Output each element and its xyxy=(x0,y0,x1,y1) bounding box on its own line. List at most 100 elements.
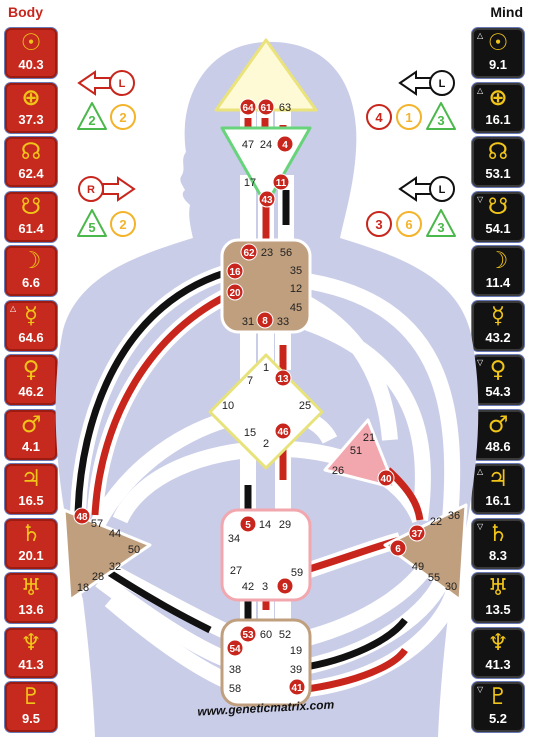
gate-47: 47 xyxy=(242,139,254,151)
variable-letter: L xyxy=(439,78,446,90)
planet-gate-value: 16.1 xyxy=(485,493,511,508)
planet-symbol: ♅ xyxy=(20,575,42,601)
planet-arrow: △ xyxy=(477,467,484,476)
body-planet-box: ☊62.4 xyxy=(5,137,57,187)
body-planet-box: ♃16.5 xyxy=(5,464,57,514)
gate-26: 26 xyxy=(332,465,344,477)
gate-27: 27 xyxy=(230,565,242,577)
gate-45: 45 xyxy=(290,302,302,314)
mind-planet-box: ☊53.1 xyxy=(472,137,524,187)
planet-gate-value: 16.5 xyxy=(18,493,44,508)
variable-letter: L xyxy=(119,78,126,90)
planet-arrow: ▽ xyxy=(477,521,484,531)
gate-activation-dot xyxy=(226,283,244,301)
gate-22: 22 xyxy=(430,516,442,528)
planet-gate-value: 13.5 xyxy=(485,602,511,617)
gate-activation-dot xyxy=(226,262,244,280)
planet-gate-value: 9.5 xyxy=(21,711,41,726)
g-center xyxy=(208,353,324,470)
gate-19: 19 xyxy=(290,645,302,657)
planet-symbol: ☉ xyxy=(487,30,509,56)
planet-gate-value: 40.3 xyxy=(18,57,44,72)
body-planet-box: ♀46.2 xyxy=(5,355,57,405)
variable-circle-b-value: 1 xyxy=(405,110,412,125)
variable-circle-a-value: 3 xyxy=(375,217,382,232)
solar-plexus-center xyxy=(383,503,468,602)
gate-48: 48 xyxy=(76,512,88,523)
planet-symbol: ☿ xyxy=(23,302,39,329)
gate-62: 62 xyxy=(243,248,255,259)
gate-activation-dot xyxy=(276,135,294,153)
mind-planet-box: △♃16.1 xyxy=(472,464,524,514)
planet-symbol: ☊ xyxy=(20,139,42,165)
planet-symbol: ♂ xyxy=(20,411,42,438)
gate-50: 50 xyxy=(128,544,140,556)
body-planet-box: ☋61.4 xyxy=(5,191,57,242)
gate-14: 14 xyxy=(259,519,271,531)
gate-38: 38 xyxy=(229,664,241,676)
sacral-center xyxy=(220,508,312,602)
planet-symbol: ♄ xyxy=(20,520,42,547)
body-planet-box: ♆41.3 xyxy=(5,627,57,678)
planet-symbol: ☽ xyxy=(20,248,42,274)
planet-arrow: ▽ xyxy=(477,358,484,367)
body-planet-column: ☉40.3⊕37.3☊62.4☋61.4☽6.6△☿64.6♀46.2♂4.1♃… xyxy=(5,28,61,737)
gate-activation-dot xyxy=(226,639,244,657)
planet-arrow: △ xyxy=(477,31,484,40)
planet-symbol: ♇ xyxy=(20,684,42,710)
planet-gate-value: 41.3 xyxy=(18,656,44,672)
mind-planet-box: ▽☋54.1 xyxy=(472,191,524,242)
gate-activation-dot xyxy=(377,469,395,487)
gate-activation-dot xyxy=(274,422,292,440)
gate-64: 64 xyxy=(242,103,254,114)
gate-29: 29 xyxy=(279,519,291,531)
gate-activation-dot xyxy=(256,311,274,329)
body-planet-box: ♅13.6 xyxy=(5,573,57,623)
gate-9: 9 xyxy=(282,582,288,593)
planet-gate-value: 6.6 xyxy=(21,275,41,290)
gate-46: 46 xyxy=(277,427,289,438)
planet-symbol: ☿ xyxy=(490,302,506,329)
planet-gate-value: 13.6 xyxy=(18,602,44,617)
gate-activation-dot xyxy=(389,539,407,557)
variable-letter: L xyxy=(439,184,446,196)
planet-symbol: ♆ xyxy=(487,629,509,656)
planet-gate-value: 46.2 xyxy=(18,384,44,399)
body-planet-box: ♇9.5 xyxy=(5,682,57,732)
planet-gate-value: 16.1 xyxy=(485,111,511,127)
gate-49: 49 xyxy=(412,561,424,573)
gate-31: 31 xyxy=(242,316,254,328)
planet-gate-value: 11.4 xyxy=(485,275,511,290)
mind-planet-box: ♅13.5 xyxy=(472,573,524,623)
spleen-center xyxy=(62,508,152,602)
gate-17: 17 xyxy=(244,177,256,189)
body-title: Body xyxy=(8,4,43,20)
mind-title: Mind xyxy=(490,4,523,20)
planet-gate-value: 9.1 xyxy=(488,57,508,72)
variable-circle-value: 2 xyxy=(119,110,126,125)
variable-triangle-value: 3 xyxy=(437,220,444,235)
gate-43: 43 xyxy=(261,195,273,206)
variable-body-top: L 2 2 xyxy=(77,70,136,130)
variable-circle-a-value: 4 xyxy=(375,110,383,125)
planet-gate-value: 43.2 xyxy=(485,329,511,345)
gate-59: 59 xyxy=(291,567,303,579)
gate-57: 57 xyxy=(91,518,103,530)
variable-circle-value: 2 xyxy=(119,217,126,232)
planet-symbol: ♂ xyxy=(487,411,509,438)
ego-center xyxy=(323,418,397,490)
planet-gate-value: 37.3 xyxy=(18,111,44,127)
gate-37: 37 xyxy=(411,529,423,540)
mind-planet-box: ▽♄8.3 xyxy=(472,518,524,569)
gate-28: 28 xyxy=(92,571,104,583)
gate-1: 1 xyxy=(263,362,269,374)
planet-gate-value: 54.1 xyxy=(485,220,511,236)
body-planet-box: ♂4.1 xyxy=(5,409,57,460)
gate-40: 40 xyxy=(380,474,392,485)
gate-30: 30 xyxy=(445,581,457,593)
planet-gate-value: 54.3 xyxy=(485,384,511,399)
planet-gate-value: 62.4 xyxy=(18,166,44,181)
mind-planet-box: △⊕16.1 xyxy=(472,82,524,133)
